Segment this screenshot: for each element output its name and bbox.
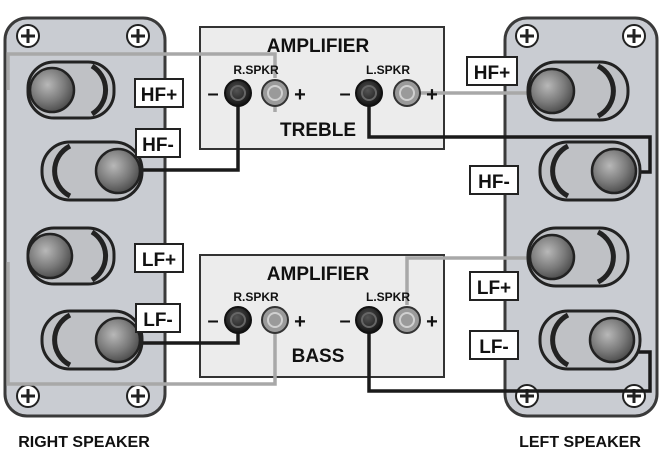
bass-l-minus-jack <box>355 306 383 334</box>
treble-amp-l-label: L.SPKR <box>366 63 410 77</box>
left-hf-plus-label: HF+ <box>474 63 510 84</box>
right-hf-plus-label: HF+ <box>141 85 177 106</box>
treble-r-plus-sign: + <box>294 84 306 106</box>
screw-icon <box>622 384 646 408</box>
left-hf-minus-post <box>538 140 642 202</box>
screw-icon <box>515 24 539 48</box>
screw-icon <box>515 384 539 408</box>
right-lf-plus-post <box>26 226 116 286</box>
left-lf-plus-label: LF+ <box>477 278 511 299</box>
screw-icon <box>126 24 150 48</box>
screw-icon <box>16 24 40 48</box>
left-hf-plus-post <box>526 60 630 122</box>
right-hf-minus-post <box>40 140 144 202</box>
bass-l-minus-sign: – <box>339 310 350 332</box>
left-lf-plus-post <box>526 226 630 288</box>
left-hf-minus-label: HF- <box>478 172 510 193</box>
treble-l-plus-sign: + <box>426 84 438 106</box>
bass-l-plus-sign: + <box>426 311 438 333</box>
treble-r-plus-jack <box>261 79 289 107</box>
treble-l-minus-jack <box>355 79 383 107</box>
treble-r-minus-jack <box>224 79 252 107</box>
bass-amp-subtitle: BASS <box>292 346 345 367</box>
bass-r-minus-jack <box>224 306 252 334</box>
bass-r-minus-sign: – <box>207 310 218 332</box>
bass-l-plus-jack <box>393 306 421 334</box>
bass-amp-r-label: R.SPKR <box>233 290 279 304</box>
right-lf-plus-wire <box>6 262 277 386</box>
treble-amp-r-label: R.SPKR <box>233 63 279 77</box>
treble-amp-subtitle: TREBLE <box>280 120 356 141</box>
left-speaker-caption: LEFT SPEAKER <box>519 434 641 451</box>
treble-amp-title: AMPLIFIER <box>267 36 370 57</box>
right-speaker-caption: RIGHT SPEAKER <box>18 434 150 451</box>
left-lf-minus-post <box>538 309 642 371</box>
right-hf-plus-wire <box>6 52 277 90</box>
bass-r-plus-jack <box>261 306 289 334</box>
bass-amp-title: AMPLIFIER <box>267 264 370 285</box>
screw-icon <box>622 24 646 48</box>
screw-icon <box>126 384 150 408</box>
left-lf-minus-label: LF- <box>479 337 509 358</box>
treble-r-minus-sign: – <box>207 83 218 105</box>
treble-l-plus-jack <box>393 79 421 107</box>
screw-icon <box>16 384 40 408</box>
treble-l-minus-sign: – <box>339 83 350 105</box>
right-hf-minus-wire <box>120 93 240 172</box>
right-hf-plus-post <box>26 60 116 120</box>
bass-amp-l-label: L.SPKR <box>366 290 410 304</box>
right-lf-minus-post <box>40 309 144 371</box>
bass-r-plus-sign: + <box>294 311 306 333</box>
right-hf-minus-label: HF- <box>142 135 174 156</box>
right-lf-minus-label: LF- <box>143 310 173 331</box>
right-lf-plus-label: LF+ <box>142 250 176 271</box>
left-lf-plus-wire <box>405 256 535 305</box>
